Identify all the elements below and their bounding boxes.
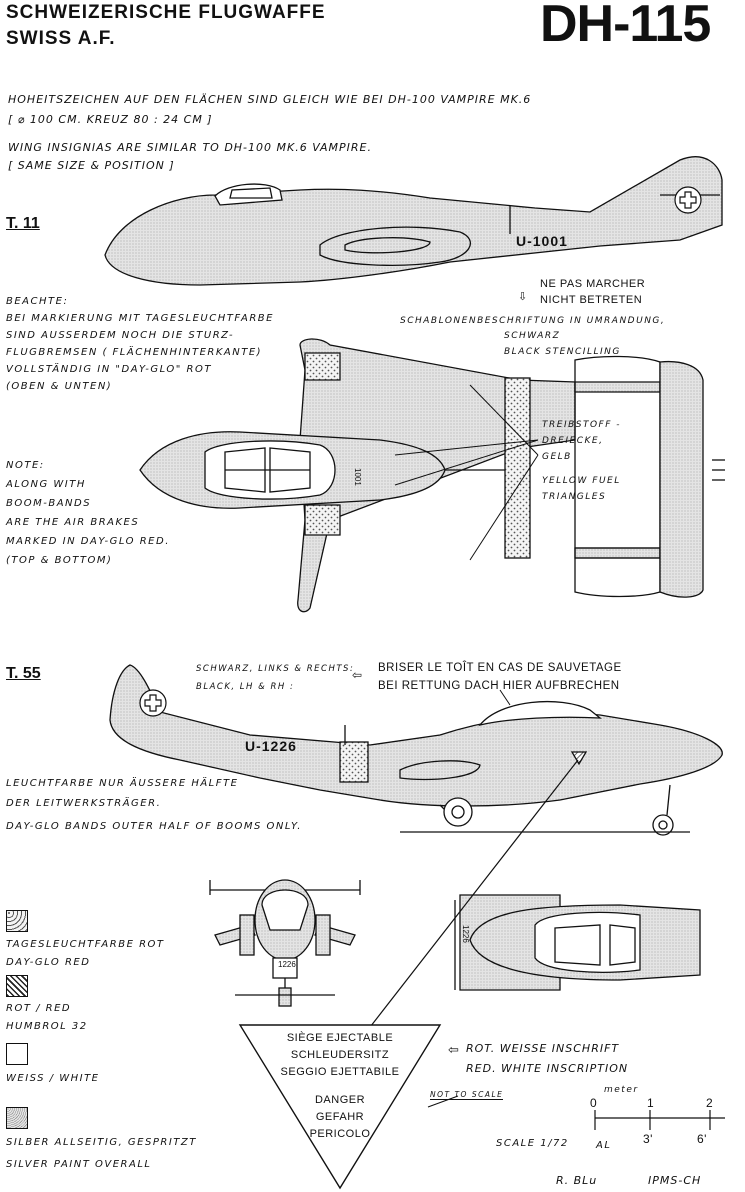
legend-dayglo-en: DAY-GLO RED xyxy=(6,957,91,968)
dayglo-note-de-2: DER LEITWERKSTRÄGER. xyxy=(6,798,162,809)
legend-swatch-white xyxy=(6,1043,28,1065)
black-note-en: BLACK, LH & RH : xyxy=(196,682,295,692)
t55-serial: U-1226 xyxy=(245,738,297,754)
stencil-note-en: BLACK STENCILLING xyxy=(504,347,621,357)
danger-de: GEFAHR xyxy=(315,1111,365,1123)
insignia-note-en-size: [ SAME SIZE & POSITION ] xyxy=(8,159,175,172)
dayglo-note-de-1: LEUCHTFARBE NUR ÄUSSERE HÄLFTE xyxy=(6,778,239,789)
cockpit-detail-view xyxy=(454,894,701,991)
scale-label: SCALE 1/72 xyxy=(496,1138,569,1149)
dayglo-note-en: DAY-GLO BANDS OUTER HALF OF BOOMS ONLY. xyxy=(6,821,302,832)
t11-top-view xyxy=(139,338,725,613)
danger-it: PERICOLO xyxy=(309,1128,371,1140)
fuel-note-de-1: TREIBSTOFF - xyxy=(542,420,622,430)
t11-note-en: NOTE: ALONG WITH BOOM-BANDS ARE THE AIR … xyxy=(6,460,170,566)
fuel-note-en-1: YELLOW FUEL xyxy=(542,476,621,486)
note-de-line: BEI MARKIERUNG MIT TAGESLEUCHTFARBE xyxy=(6,313,274,324)
note-en-line: ALONG WITH xyxy=(6,479,86,490)
ejection-triangle xyxy=(238,1024,442,1190)
inscription-arrow-icon: ⇦ xyxy=(448,1042,459,1057)
fuel-note-de-2: DREIECKE, xyxy=(542,436,604,446)
ejection-fr: SIÈGE EJECTABLE xyxy=(286,1032,394,1044)
insignia-note-de-size: [ ⌀ 100 cm. KREUZ 80 : 24 cm ] xyxy=(8,113,213,126)
t55-front-view xyxy=(209,879,361,1007)
artist-signature: R. BLu xyxy=(556,1174,598,1187)
not-to-scale-label: NOT TO SCALE xyxy=(430,1090,504,1100)
legend-red-de: ROT / RED xyxy=(6,1003,72,1014)
ejection-pointer xyxy=(359,759,579,1041)
note-de-line: FLUGBREMSEN ( FLÄCHENHINTERKANTE) xyxy=(6,347,263,358)
legend-dayglo-de: TAGESLEUCHTFARBE ROT xyxy=(6,939,165,950)
note-en-line: ARE THE AIR BRAKES xyxy=(6,517,140,528)
ejection-it: SEGGIO EJETTABILE xyxy=(280,1066,400,1078)
legend-swatch-red xyxy=(6,975,28,997)
legend-swatch-silver xyxy=(6,1107,28,1129)
fuel-note-de-3: GELB xyxy=(542,452,572,462)
scale-f1: 3' xyxy=(643,1132,653,1146)
scale-initials: AL xyxy=(596,1140,612,1151)
note-en-line: (TOP & BOTTOM) xyxy=(6,555,113,566)
legend-swatch-dayglo xyxy=(6,910,28,932)
note-de-line: (OBEN & UNTEN) xyxy=(6,381,113,392)
t11-note-de: BEACHTE: BEI MARKIERUNG MIT TAGESLEUCHTF… xyxy=(6,296,274,392)
legend-red-en: HUMBROL 32 xyxy=(6,1021,88,1032)
legend-silver-en: SILVER PAINT OVERALL xyxy=(6,1159,152,1170)
black-note-de: SCHWARZ, LINKS & RECHTS: xyxy=(196,664,355,674)
scale-bar xyxy=(594,1110,725,1130)
note-de-line: VOLLSTÄNDIG IN "DAY-GLO" ROT xyxy=(6,364,212,375)
canopy-arrow xyxy=(499,689,511,706)
no-step-fr: NE PAS MARCHER xyxy=(540,278,646,290)
fuel-note-en-2: TRIANGLES xyxy=(542,492,607,502)
variant-label-t11: T. 11 xyxy=(6,215,40,232)
t11-serial: U-1001 xyxy=(516,233,568,249)
insignia-note-en: WING INSIGNIAS ARE SIMILAR TO DH-100 MK.… xyxy=(8,141,372,154)
stencil-note-de: SCHABLONENBESCHRIFTUNG IN UMRANDUNG, xyxy=(400,316,666,326)
credit-org: IPMS-CH xyxy=(648,1174,702,1187)
note-de-line: BEACHTE: xyxy=(6,296,69,307)
canopy-release-de: BEI RETTUNG DACH HIER AUFBRECHEN xyxy=(378,680,620,692)
swiss-roundel-t55 xyxy=(139,689,167,717)
legend-white: WEISS / WHITE xyxy=(6,1073,100,1084)
insignia-note-de: HOHEITSZEICHEN AUF DEN FLÄCHEN SIND GLEI… xyxy=(8,93,532,106)
aircraft-model-title: DH-115 xyxy=(540,0,711,53)
scale-m1: 1 xyxy=(647,1096,655,1110)
canopy-arrow-icon: ⇦ xyxy=(352,668,363,682)
t55-front-code: 1226 xyxy=(278,960,296,969)
note-en-line: MARKED IN DAY-GLO RED. xyxy=(6,536,170,547)
scale-unit: meter xyxy=(604,1085,639,1095)
no-step-de: NICHT BETRETEN xyxy=(540,294,643,306)
t11-side-view xyxy=(104,156,723,286)
scale-m0: 0 xyxy=(590,1096,598,1110)
ejection-de: SCHLEUDERSITZ xyxy=(290,1049,390,1061)
canopy-release-fr: BRISER LE TOÎT EN CAS DE SAUVETAGE xyxy=(378,662,622,674)
header-air-force-de: SCHWEIZERISCHE FLUGWAFFE xyxy=(6,2,326,23)
inscription-note-en: RED. WHITE INSCRIPTION xyxy=(466,1062,629,1075)
not-to-scale-arrow xyxy=(427,1095,459,1108)
note-de-line: SIND AUSSERDEM NOCH DIE STURZ- xyxy=(6,330,235,341)
variant-label-t55: T. 55 xyxy=(6,665,41,682)
fuel-triangle-pointers xyxy=(394,384,539,561)
inscription-note-de: ROT. WEISSE INSCHRIFT xyxy=(466,1042,620,1055)
t55-boom-code: 1226 xyxy=(461,925,470,943)
scale-f2: 6' xyxy=(697,1132,707,1146)
legend-silver-de: SILBER ALLSEITIG, GESPRITZT xyxy=(6,1137,197,1148)
danger-fr: DANGER xyxy=(314,1094,366,1106)
swiss-roundel-t11 xyxy=(674,186,702,214)
stencil-note-de-color: SCHWARZ xyxy=(504,331,561,341)
note-en-line: BOOM-BANDS xyxy=(6,498,92,509)
t11-boom-code: 1001 xyxy=(353,468,362,486)
scale-m2: 2 xyxy=(706,1096,714,1110)
header-air-force-en: SWISS A.F. xyxy=(6,28,116,49)
note-en-line: NOTE: xyxy=(6,460,45,471)
no-step-arrow-icon: ⇩ xyxy=(518,291,528,303)
